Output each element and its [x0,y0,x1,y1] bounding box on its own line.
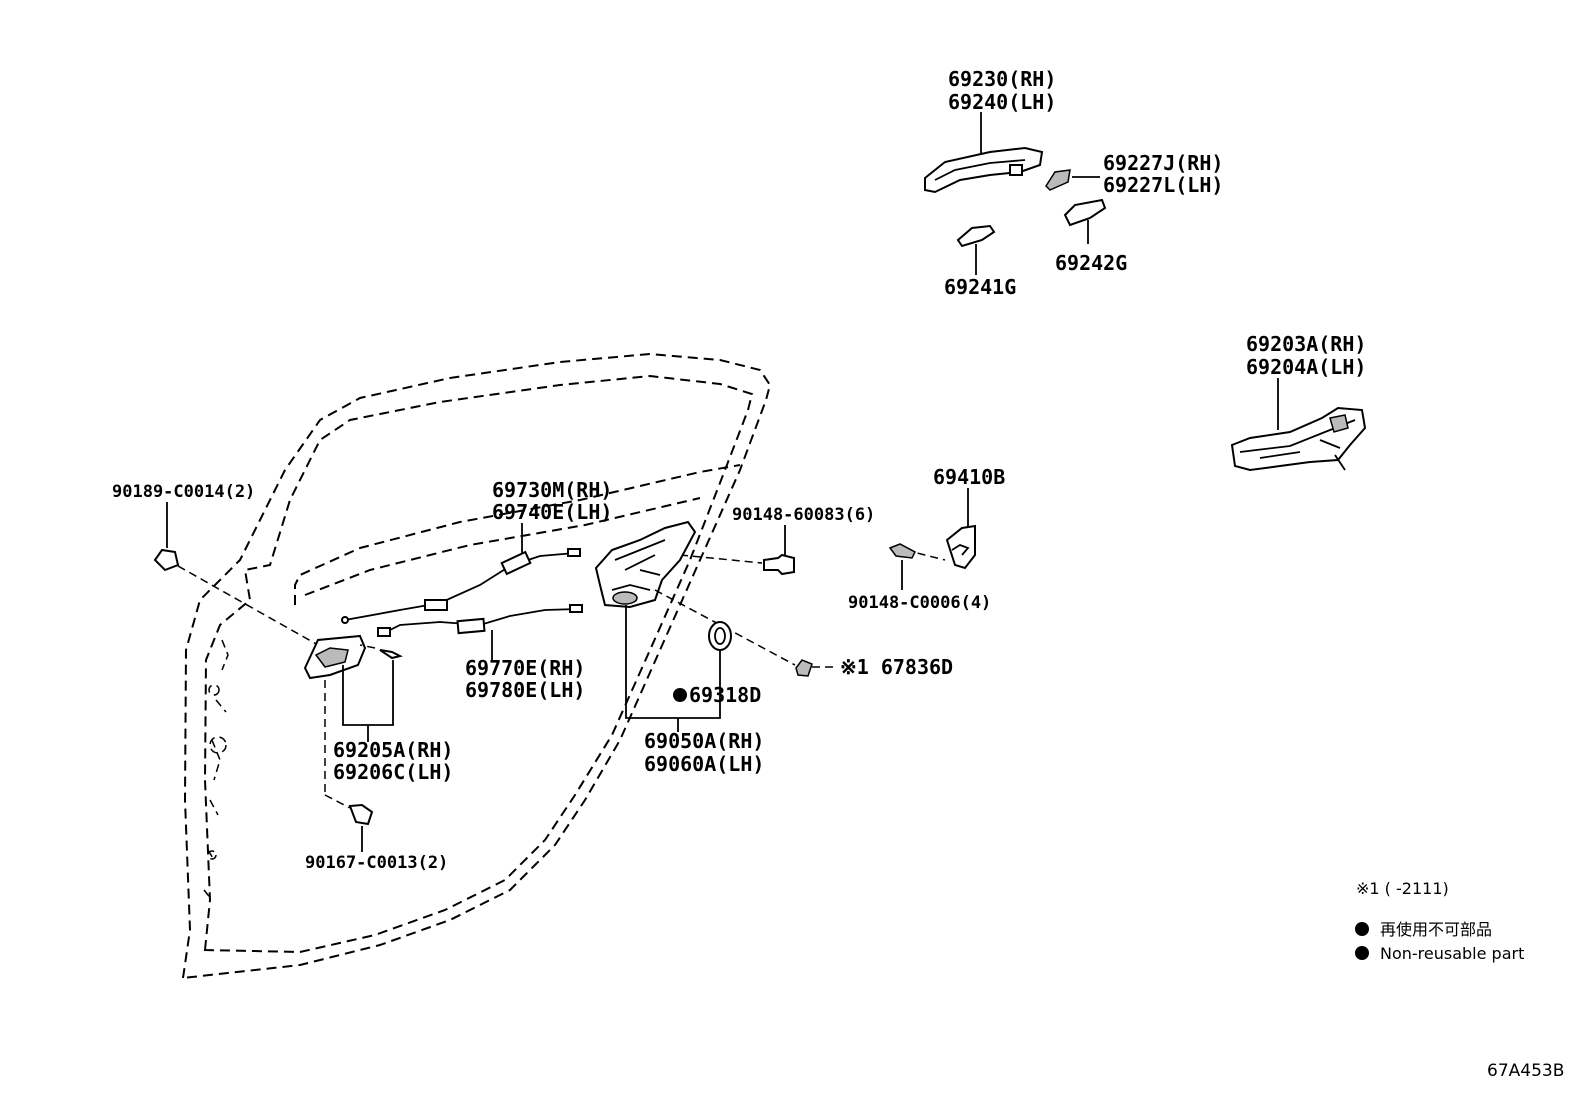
screw-90148-60083-group: 90148-60083(6) [679,505,875,576]
lock-assembly-part [594,520,697,609]
handle-cover-part [1045,169,1071,191]
inside-handle-group: 69205A(RH) 69206C(LH) [303,634,453,809]
bolt-90148-C0006-part [888,543,916,559]
label-69227L: 69227L(LH) [1103,173,1223,197]
label-69240: 69240(LH) [948,90,1056,114]
outside-handle-part [924,146,1044,194]
outside-handle-group: 69230(RH) 69240(LH) [924,67,1056,194]
label-67836D: ※1 67836D [840,655,953,679]
label-90148-C0006: 90148-C0006(4) [848,593,991,613]
label-69770E: 69770E(RH) [465,656,585,680]
label-69227J: 69227J(RH) [1103,151,1223,175]
pad-69242G-part [1063,198,1107,227]
label-69204A: 69204A(LH) [1246,355,1366,379]
pad-69242G-group: 69242G [1055,198,1127,275]
lock-assembly-group: 69050A(RH) 69060A(LH) [594,520,796,776]
pad-69241G-group: 69241G [944,224,1016,299]
legend-bullet-jp [1355,922,1369,936]
screw-90167-part [348,803,374,826]
grommet-90189-part [153,548,180,572]
cable-69770-group: 69770E(RH) 69780E(LH) [377,604,585,702]
legend-bullet-en [1355,946,1369,960]
legend-nonreusable-en: Non-reusable part [1380,944,1524,963]
label-69230: 69230(RH) [948,67,1056,91]
label-69780E: 69780E(LH) [465,678,585,702]
label-69060A: 69060A(LH) [644,752,764,776]
label-69206C: 69206C(LH) [333,760,453,784]
cable-69730-group: 69730M(RH) 69740E(LH) [341,478,612,624]
label-69730M: 69730M(RH) [492,478,612,502]
diagram-code: 67A453B [1487,1061,1564,1081]
label-69242G: 69242G [1055,251,1127,275]
label-69318D: 69318D [689,683,761,707]
grommet-90189-group: 90189-C0014(2) [112,482,319,646]
striker-group: 69410B [904,465,1005,570]
bolt-90148-C0006-group: 90148-C0006(4) [848,543,991,613]
handle-frame-group: 69203A(RH) 69204A(LH) [1230,332,1366,472]
cable-69730-part [344,552,576,621]
label-90189: 90189-C0014(2) [112,482,255,502]
seal-69318D-group: 69318D [673,621,761,707]
pad-69241G-part [956,224,996,248]
legend: ※1 ( -2111) 再使用不可部品 Non-reusable part [1355,879,1524,963]
label-69205A: 69205A(RH) [333,738,453,762]
non-reusable-marker [673,688,687,702]
clip-67836D-group: ※1 67836D [795,655,953,679]
label-69203A: 69203A(RH) [1246,332,1366,356]
label-69050A: 69050A(RH) [644,729,764,753]
seal-69318D-part [708,621,732,651]
clip-67836D-part [795,659,813,677]
label-90148-60083: 90148-60083(6) [732,505,875,525]
label-69241G: 69241G [944,275,1016,299]
legend-nonreusable-jp: 再使用不可部品 [1380,920,1492,939]
screw-90148-60083-part [763,553,795,576]
door-outline [181,352,772,980]
screw-90167-group: 90167-C0013(2) [305,803,448,873]
label-90167: 90167-C0013(2) [305,853,448,873]
striker-part [945,524,976,570]
handle-cover-group: 69227J(RH) 69227L(LH) [1045,151,1223,197]
label-69410B: 69410B [933,465,1005,489]
label-69740E: 69740E(LH) [492,500,612,524]
legend-note-1: ※1 ( -2111) [1356,879,1449,898]
